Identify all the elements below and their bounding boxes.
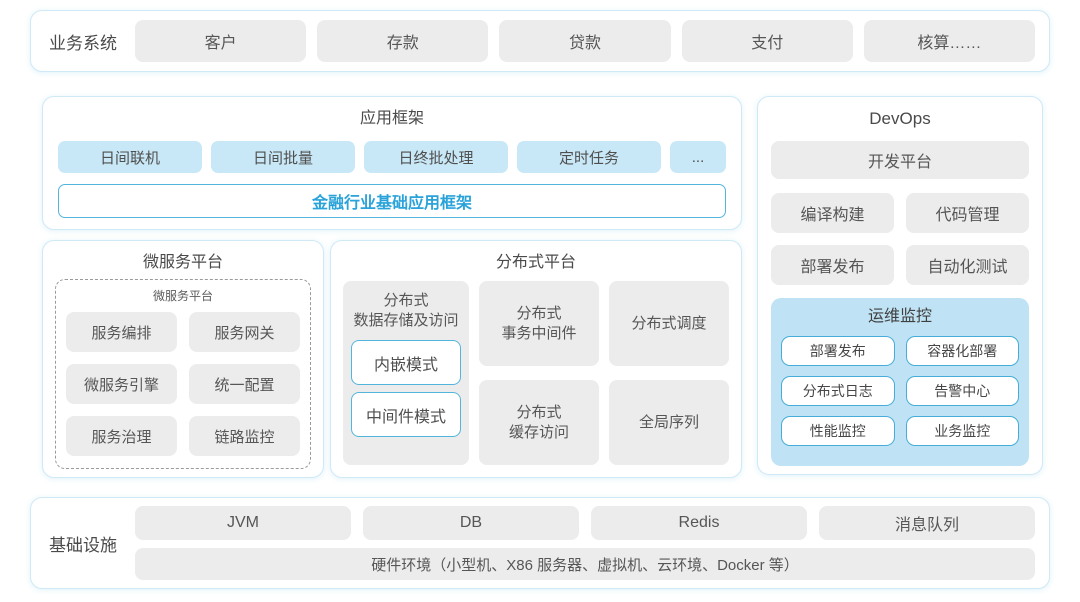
micro-item-config: 统一配置 [189, 364, 300, 404]
devops-build: 编译构建 [771, 193, 894, 233]
business-item-accounting: 核算…… [863, 20, 1036, 62]
devops-panel: DevOps 开发平台 编译构建 代码管理 部署发布 自动化测试 运维监控 部署… [757, 96, 1043, 475]
distributed-content: 分布式 数据存储及访问 内嵌模式 中间件模式 分布式 事务中间件 分布式调度 分… [343, 281, 729, 465]
ops-alert-center: 告警中心 [905, 376, 1019, 406]
app-task-daytime-online: 日间联机 [58, 141, 202, 173]
distributed-cache-cell: 分布式 缓存访问 [479, 380, 599, 465]
ops-monitor-title: 运维监控 [867, 308, 932, 325]
business-systems-row: 客户 存款 贷款 支付 核算…… [135, 20, 1036, 62]
hardware-env-box: 硬件环境（小型机、X86 服务器、虚拟机、云环境、Docker 等） [135, 548, 1035, 580]
infrastructure-label: 基础设施 [49, 535, 117, 555]
microservice-platform-title: 微服务平台 [142, 254, 223, 271]
ops-biz-monitor: 业务监控 [905, 416, 1019, 446]
distributed-platform-panel: 分布式平台 分布式 数据存储及访问 内嵌模式 中间件模式 分布式 事务中间件 分… [330, 240, 742, 478]
devops-code-mgmt: 代码管理 [906, 193, 1029, 233]
app-framework-row: 日间联机 日间批量 日终批处理 定时任务 ... [58, 141, 726, 173]
devops-dev-platform: 开发平台 [771, 141, 1029, 179]
infra-db: DB [363, 506, 579, 540]
infrastructure-row: JVM DB Redis 消息队列 [135, 506, 1035, 540]
micro-item-orchestration: 服务编排 [66, 312, 177, 352]
ops-monitor-panel: 运维监控 部署发布 容器化部署 分布式日志 告警中心 性能监控 业务监控 [771, 298, 1029, 466]
microservice-inner-title: 微服务平台 [152, 289, 213, 303]
app-framework-panel: 应用框架 日间联机 日间批量 日终批处理 定时任务 ... 金融行业基础应用框架 [42, 96, 742, 230]
ops-deploy-release: 部署发布 [781, 336, 895, 366]
business-item-loan: 贷款 [499, 20, 671, 62]
infra-redis: Redis [591, 506, 807, 540]
app-task-scheduled: 定时任务 [517, 141, 661, 173]
micro-item-gateway: 服务网关 [189, 312, 300, 352]
distributed-storage-cell: 分布式 数据存储及访问 内嵌模式 中间件模式 [343, 281, 469, 465]
distributed-scheduling-cell: 分布式调度 [609, 281, 729, 366]
distributed-grid: 分布式 事务中间件 分布式调度 分布式 缓存访问 全局序列 [479, 281, 729, 465]
ops-distributed-log: 分布式日志 [781, 376, 895, 406]
microservice-platform-panel: 微服务平台 微服务平台 服务编排 服务网关 微服务引擎 统一配置 服务治理 链路… [42, 240, 324, 478]
business-item-customer: 客户 [135, 20, 307, 62]
distributed-platform-title: 分布式平台 [495, 254, 576, 271]
business-systems-label: 业务系统 [49, 33, 117, 53]
devops-deploy: 部署发布 [771, 245, 894, 285]
devops-title: DevOps [869, 109, 931, 128]
ops-container-deploy: 容器化部署 [905, 336, 1019, 366]
microservice-grid: 服务编排 服务网关 微服务引擎 统一配置 服务治理 链路监控 [66, 312, 300, 456]
devops-grid: 编译构建 代码管理 部署发布 自动化测试 [771, 193, 1029, 285]
micro-item-engine: 微服务引擎 [66, 364, 177, 404]
micro-item-tracing: 链路监控 [189, 416, 300, 456]
base-framework-box: 金融行业基础应用框架 [58, 184, 726, 218]
business-systems-panel: 业务系统 客户 存款 贷款 支付 核算…… [30, 10, 1050, 72]
infrastructure-content: JVM DB Redis 消息队列 硬件环境（小型机、X86 服务器、虚拟机、云… [135, 506, 1035, 580]
app-task-eod-batch: 日终批处理 [364, 141, 508, 173]
storage-mode-middleware: 中间件模式 [351, 392, 461, 437]
app-framework-title: 应用框架 [359, 110, 424, 127]
microservice-inner-box: 微服务平台 服务编排 服务网关 微服务引擎 统一配置 服务治理 链路监控 [55, 279, 311, 469]
app-task-daytime-batch: 日间批量 [211, 141, 355, 173]
global-sequence-cell: 全局序列 [609, 380, 729, 465]
micro-item-governance: 服务治理 [66, 416, 177, 456]
storage-mode-embedded: 内嵌模式 [351, 340, 461, 385]
ops-perf-monitor: 性能监控 [781, 416, 895, 446]
app-task-more: ... [670, 141, 726, 173]
devops-auto-test: 自动化测试 [906, 245, 1029, 285]
infra-jvm: JVM [135, 506, 351, 540]
distributed-transaction-cell: 分布式 事务中间件 [479, 281, 599, 366]
ops-monitor-grid: 部署发布 容器化部署 分布式日志 告警中心 性能监控 业务监控 [781, 336, 1019, 446]
business-item-payment: 支付 [681, 20, 853, 62]
distributed-storage-label: 分布式 数据存储及访问 [353, 292, 459, 329]
infra-mq: 消息队列 [819, 506, 1035, 540]
infrastructure-panel: 基础设施 JVM DB Redis 消息队列 硬件环境（小型机、X86 服务器、… [30, 497, 1050, 589]
business-item-deposit: 存款 [317, 20, 489, 62]
